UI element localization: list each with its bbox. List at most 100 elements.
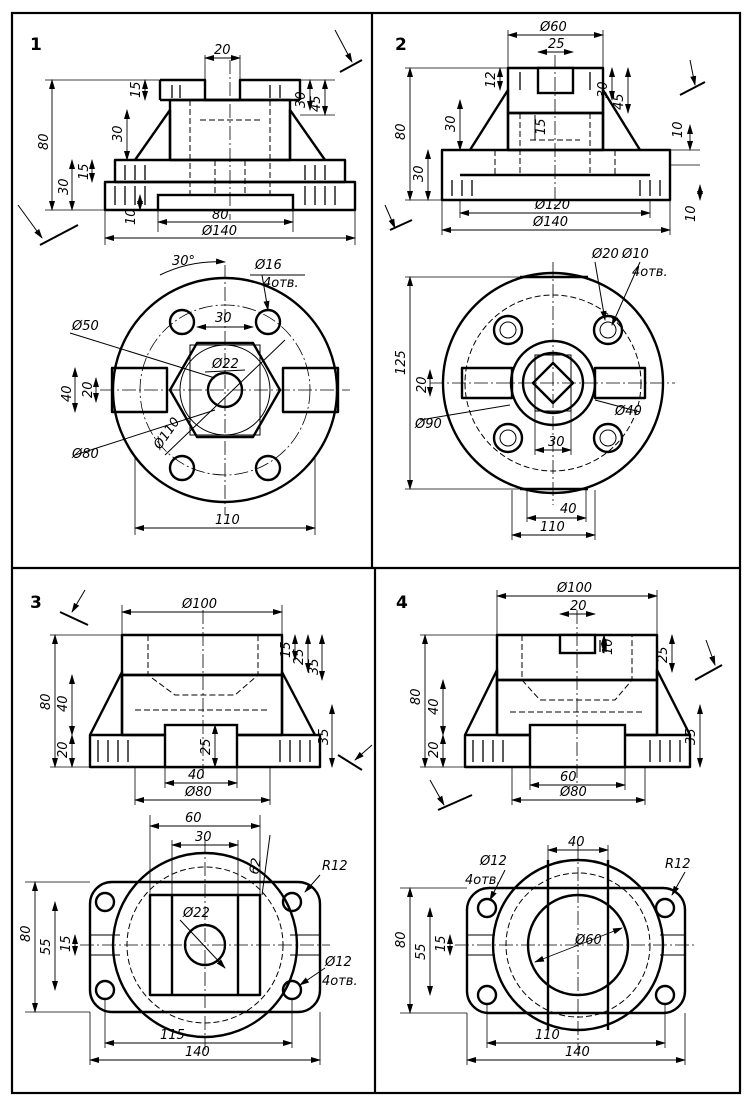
dimension-label: Ø40 bbox=[614, 404, 642, 419]
dimension-label: 12 bbox=[484, 71, 499, 88]
dimension-label: Ø10 bbox=[621, 247, 649, 262]
front-view bbox=[88, 610, 322, 780]
dimension-label: 30 bbox=[548, 435, 565, 450]
panel-3: 3 bbox=[19, 589, 373, 1065]
dimension-label: 15 bbox=[59, 935, 74, 952]
dimension-label: R12 bbox=[665, 857, 691, 872]
dimension-label: Ø22 bbox=[211, 357, 239, 372]
dimension-label: Ø110 bbox=[150, 415, 183, 453]
dimension-label: 15 bbox=[534, 118, 549, 135]
panel-2: 2 bbox=[384, 20, 706, 540]
section-arrow-left bbox=[384, 204, 413, 231]
sheet-frame bbox=[10, 11, 742, 1095]
panel-number: 3 bbox=[30, 593, 42, 613]
section-arrow-left bbox=[429, 779, 473, 811]
dimension-label: 80 bbox=[39, 693, 54, 710]
dimension-label: 55 bbox=[414, 943, 429, 960]
dimension-label: 20 bbox=[81, 381, 96, 398]
dimension-label: 30 bbox=[215, 311, 232, 326]
dimension-label: Ø120 bbox=[534, 198, 570, 213]
dimension-label: 40 bbox=[560, 502, 577, 517]
dimension-label: 35 bbox=[684, 728, 699, 745]
dimension-label: 80 bbox=[394, 931, 409, 948]
dimension-label: 40 bbox=[60, 385, 75, 402]
dimension-label: 80 bbox=[37, 133, 52, 150]
dimension-label: 140 bbox=[185, 1045, 210, 1060]
dimension-label: 40 bbox=[427, 698, 442, 715]
dimension-label: 30° bbox=[172, 254, 195, 269]
dimension-label: 4отв. bbox=[632, 265, 668, 280]
dimension-label: 30 bbox=[444, 115, 459, 132]
dimension-label: 30 bbox=[294, 91, 309, 108]
panel-1: 1 bbox=[17, 29, 363, 535]
dimension-label: 45 bbox=[309, 95, 324, 112]
section-arrow-right bbox=[694, 639, 723, 681]
dimension-label: Ø12 bbox=[479, 854, 507, 869]
dimension-label: 60 bbox=[185, 811, 202, 826]
dimension-label: 25 bbox=[656, 646, 671, 663]
dimension-label: 4отв. bbox=[322, 974, 358, 989]
dimension-label: 10 bbox=[671, 121, 686, 138]
dimension-label: 80 bbox=[19, 925, 34, 942]
dimension-label: Ø100 bbox=[181, 597, 217, 612]
dimension-label: Ø50 bbox=[71, 319, 99, 334]
dimension-label: 20 bbox=[214, 43, 231, 58]
dimension-label: Ø80 bbox=[559, 785, 587, 800]
dimension-label: 30 bbox=[195, 830, 212, 845]
dimension-label: 30 bbox=[412, 165, 427, 182]
dimension-label: 80 bbox=[409, 688, 424, 705]
dimension-label: 15 bbox=[77, 163, 92, 180]
dimension-label: 15 bbox=[129, 81, 144, 98]
section-arrow-top bbox=[59, 589, 89, 626]
dimension-label: 140 bbox=[565, 1045, 590, 1060]
dimension-label: Ø100 bbox=[556, 581, 592, 596]
top-view bbox=[430, 262, 675, 505]
front-view bbox=[463, 610, 692, 785]
dimension-label: 4отв. bbox=[465, 873, 501, 888]
dimension-label: Ø20 bbox=[591, 247, 619, 262]
dimension-label: 80 bbox=[394, 123, 409, 140]
top-dimensions: 40 Ø12 4отв. R12 Ø60 80 55 15 110 140 bbox=[394, 835, 691, 1065]
dimension-label: Ø12 bbox=[324, 955, 352, 970]
top-dimensions: Ø20 Ø10 4отв. 125 20 Ø90 Ø40 30 40 bbox=[394, 247, 668, 540]
dimension-label: 125 bbox=[394, 350, 409, 375]
dimension-label: 60 bbox=[560, 770, 577, 785]
dimension-label: 4отв. bbox=[263, 276, 299, 291]
dimension-label: 20 bbox=[427, 741, 442, 758]
dimension-label: 40 bbox=[56, 695, 71, 712]
panel-number: 4 bbox=[396, 593, 408, 613]
dimension-label: 40 bbox=[188, 768, 205, 783]
dimension-label: 30 bbox=[111, 125, 126, 142]
dimension-label: 30 bbox=[596, 81, 611, 98]
top-view bbox=[100, 265, 350, 515]
front-dimensions: 20 80 15 30 30 15 10 30 45 80 bbox=[37, 43, 356, 245]
dimension-label: 115 bbox=[160, 1028, 185, 1043]
dimension-label: 10 bbox=[684, 205, 699, 222]
front-dimensions: Ø100 15 25 35 80 40 20 25 35 40 bbox=[39, 597, 335, 805]
dimension-label: 25 bbox=[292, 648, 307, 665]
panel-number: 1 bbox=[30, 35, 42, 55]
dimension-label: Ø90 bbox=[414, 417, 442, 432]
dimension-label: 10 bbox=[124, 208, 139, 225]
dimension-label: 40 bbox=[568, 835, 585, 850]
top-view bbox=[455, 845, 695, 1050]
top-dimensions: 60 30 62 R12 Ø22 80 55 15 Ø12 4отв. bbox=[19, 811, 358, 1065]
top-view bbox=[80, 840, 330, 1050]
dimension-label: 110 bbox=[535, 1028, 560, 1043]
dimension-label: Ø80 bbox=[184, 785, 212, 800]
dimension-label: Ø60 bbox=[539, 20, 567, 35]
dimension-label: Ø140 bbox=[201, 224, 237, 239]
section-arrow-right bbox=[679, 59, 706, 96]
dimension-label: 25 bbox=[199, 738, 214, 755]
dimension-label: Ø22 bbox=[182, 906, 210, 921]
dimension-label: Ø80 bbox=[71, 447, 99, 462]
dimension-label: 20 bbox=[56, 741, 71, 758]
panel-4: 4 bbox=[394, 581, 723, 1065]
dimension-label: Ø60 bbox=[574, 933, 602, 948]
dimension-label: R12 bbox=[322, 859, 348, 874]
section-arrow-bottom bbox=[337, 744, 373, 771]
dimension-label: 25 bbox=[548, 37, 565, 52]
dimension-label: 45 bbox=[612, 93, 627, 110]
dimension-label: 55 bbox=[39, 938, 54, 955]
